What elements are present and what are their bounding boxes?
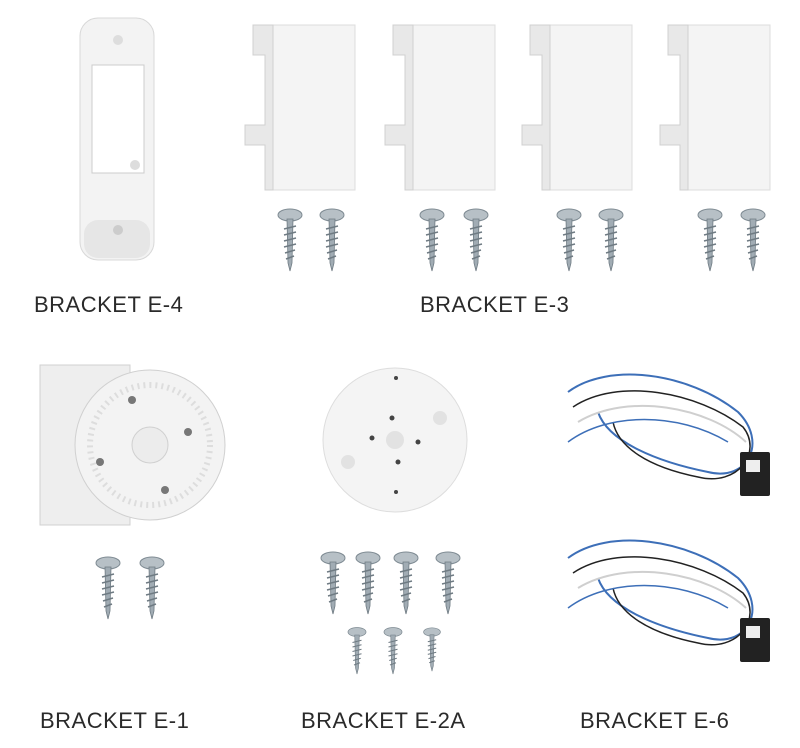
- bracket-e2a-label: BRACKET E-2A: [301, 708, 466, 733]
- bracket-e6-label: BRACKET E-6: [580, 708, 730, 733]
- bracket-e3-image: [244, 24, 771, 272]
- bracket-e2a-image: [320, 367, 468, 675]
- bracket-e6-image: [567, 373, 771, 663]
- bracket-e4-image: [79, 17, 155, 261]
- bracket-e1-image: [39, 364, 226, 620]
- bracket-e3-label: BRACKET E-3: [420, 292, 570, 317]
- bracket-e1-label: BRACKET E-1: [40, 708, 190, 733]
- bracket-e4-label: BRACKET E-4: [34, 292, 184, 317]
